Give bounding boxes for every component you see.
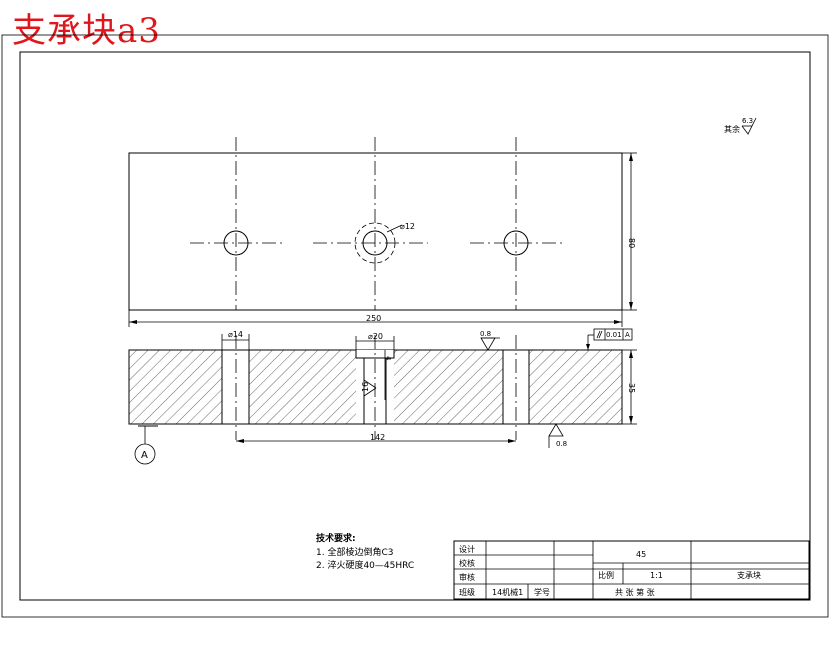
section-view: ⌀14 ⌀20 4 16 35 142 0.8 0.8 (128, 328, 637, 465)
counterbore-dia-dim: ⌀20 (368, 332, 383, 341)
note-item-2: 2. 淬火硬度40—45HRC (316, 559, 414, 571)
through-hole-dim: ⌀14 (228, 330, 243, 339)
tb-check: 校核 (459, 558, 475, 568)
tb-scale-value: 1:1 (650, 571, 663, 580)
length-dim: 250 (366, 314, 381, 323)
tb-review: 审核 (459, 572, 475, 582)
parallelism-icon (596, 330, 603, 339)
finish-value: 6.3 (742, 117, 753, 125)
drawing-frame (19, 51, 811, 601)
hole-span-dim: 142 (370, 433, 385, 442)
parallelism-frame: 0.01 A (586, 328, 633, 350)
note-item-1: 1. 全部棱边倒角C3 (316, 546, 393, 558)
hole-diameter-dim: ⌀12 (400, 222, 415, 231)
center-counterbore (354, 222, 396, 264)
right-hole (503, 230, 529, 256)
top-view-outline (128, 152, 623, 311)
hole-depth-dim: 16 (361, 382, 370, 392)
left-hole (223, 230, 249, 256)
roughness-bottom-value: 0.8 (556, 440, 567, 448)
roughness-symbol-icon (741, 117, 757, 135)
tb-design: 设计 (459, 544, 475, 554)
roughness-bottom-icon (548, 423, 564, 437)
parallelism-value: 0.01 (606, 331, 622, 339)
tb-sheet-count: 共 张 第 张 (615, 587, 655, 597)
tb-scale-label: 比例 (598, 570, 614, 580)
finish-label: 其余 (724, 124, 740, 134)
title-block: 设计 校核 审核 班级 14机械1 学号 45 比例 1:1 支承块 共 张 第… (453, 540, 810, 600)
width-dim: 80 (627, 238, 636, 248)
parallelism-datum: A (625, 331, 630, 339)
surface-finish-note: 其余 6.3 (724, 117, 757, 135)
sheet-border (1, 34, 829, 618)
drawing-title: 支承块a3 (12, 11, 161, 51)
tb-material: 45 (636, 550, 646, 559)
tb-student-no: 学号 (534, 587, 550, 597)
center-hole (362, 230, 388, 256)
top-view: ⌀12 250 80 (128, 137, 637, 327)
tb-class-value: 14机械1 (492, 587, 523, 597)
roughness-top-value: 0.8 (480, 330, 491, 338)
roughness-top-icon (480, 337, 496, 351)
notes-heading: 技术要求: (316, 532, 356, 544)
tb-part-name: 支承块 (737, 570, 761, 580)
datum-marker: A (134, 425, 158, 465)
technical-notes: 技术要求: 1. 全部棱边倒角C3 2. 淬火硬度40—45HRC (316, 532, 414, 571)
counterbore-depth-dim: 4 (384, 356, 392, 361)
datum-label: A (141, 450, 148, 461)
thickness-dim: 35 (627, 383, 636, 393)
tb-class: 班级 (459, 587, 475, 597)
